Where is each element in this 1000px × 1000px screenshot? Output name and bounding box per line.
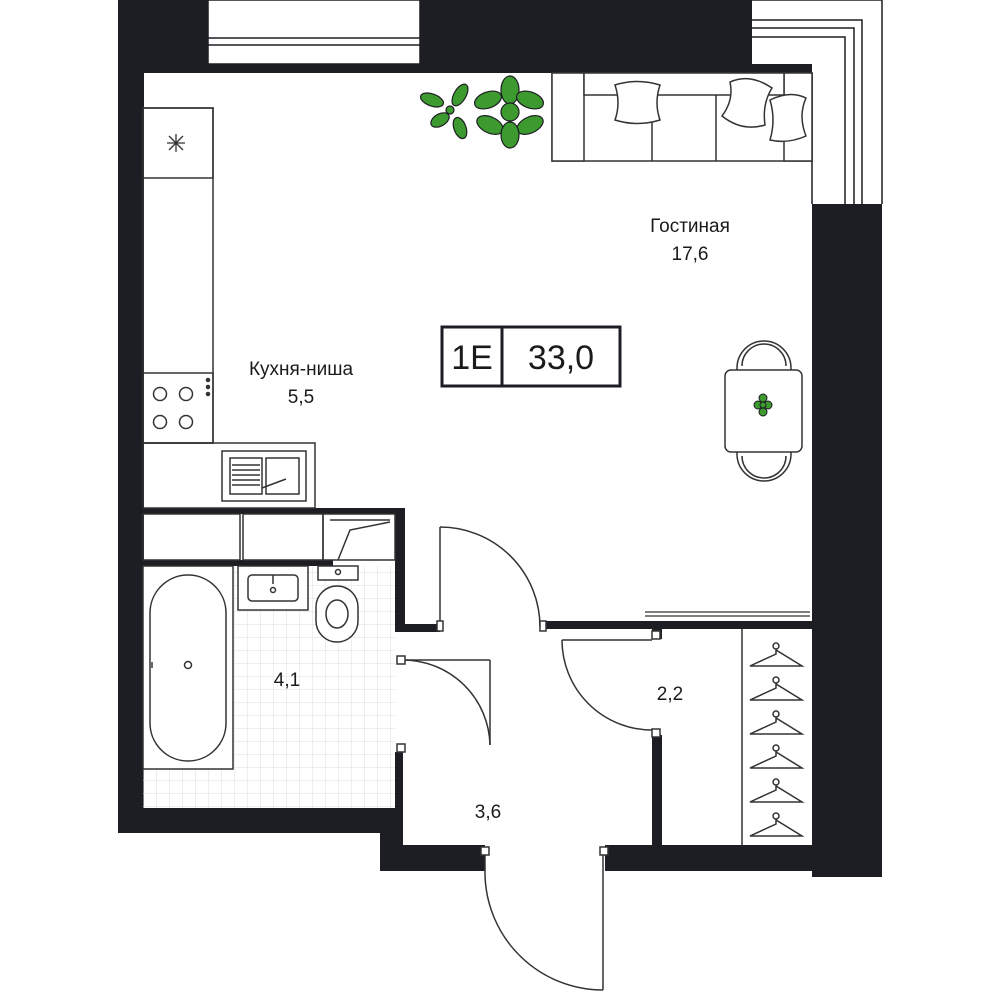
closet-top-partition [540,621,812,629]
bathtub-icon [142,565,234,770]
kitchen-area: 5,5 [288,387,314,408]
boiler-icon [330,519,391,561]
wall-right-cap [812,204,882,210]
hanger-icons [749,642,805,837]
table-plant-icon [753,393,773,417]
cushion-icon [614,80,661,125]
hall-area: 3,6 [475,802,501,823]
kitchen-sink-icon [221,450,307,502]
kitchen-name: Кухня-ниша [249,359,354,380]
plant-icon [419,83,469,140]
kitchen-bath-partition [143,508,405,514]
kitchen-counter [142,107,396,561]
living-room-name: Гостиная [650,216,730,237]
closet-left-partition [652,735,662,845]
hall-top-left-stub [395,624,440,632]
wall-top-strip [208,64,420,73]
bath-right-partition-lower [395,752,403,812]
wall-top-strip-right [752,64,812,73]
fridge-icon [167,134,185,152]
bathroom-sink-icon [237,565,309,611]
wall-right [812,204,882,877]
wall-left [118,0,144,833]
sofa-icon [551,72,813,162]
toilet-icon [315,565,359,643]
stove-icon [142,372,214,444]
walls [118,0,882,877]
wall-bottom-hall-right [605,845,882,871]
wall-top-middle [420,0,752,73]
cushion-icon [720,77,774,128]
wall-bottom-hall-left [380,845,485,871]
apartment-type: 1Е [451,339,493,377]
total-area: 33,0 [528,339,594,377]
bathroom-area: 4,1 [274,670,300,691]
cushion-icon [769,93,807,143]
partitions [143,508,812,845]
wall-bottom-left [118,808,403,833]
apartment-badge: 1Е 33,0 [440,325,622,388]
bath-top-partition [143,560,333,566]
bath-right-partition-upper [395,508,405,624]
closet-left-stub [652,621,662,639]
plant-icon [473,75,545,149]
doors [396,526,661,991]
living-room-area: 17,6 [672,244,709,265]
closet-area: 2,2 [657,684,683,705]
radiator [645,611,810,617]
